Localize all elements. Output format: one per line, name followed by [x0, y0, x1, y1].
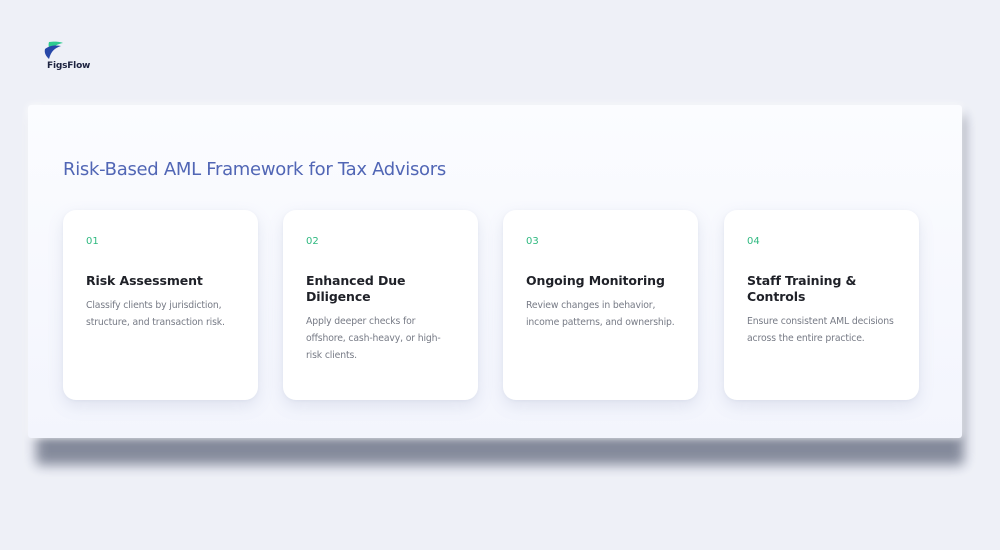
- card-number: 03: [526, 236, 539, 247]
- card-enhanced-due-diligence: 02 Enhanced Due Diligence Apply deeper c…: [283, 210, 478, 400]
- card-title: Ongoing Monitoring: [526, 273, 665, 288]
- card-risk-assessment: 01 Risk Assessment Classify clients by j…: [63, 210, 258, 400]
- panel-title: Risk-Based AML Framework for Tax Advisor…: [63, 159, 446, 180]
- card-title: Enhanced Due Diligence: [306, 273, 406, 304]
- card-title: Risk Assessment: [86, 273, 203, 288]
- card-title: Staff Training & Controls: [747, 273, 857, 304]
- framework-cards: 01 Risk Assessment Classify clients by j…: [63, 210, 921, 400]
- card-number: 04: [747, 236, 760, 247]
- card-description: Apply deeper checks for offshore, cash-h…: [306, 316, 441, 361]
- figsflow-leaf-logo-icon: [44, 41, 63, 59]
- card-description: Ensure consistent AML decisions across t…: [747, 316, 894, 344]
- brand-name: FigsFlow: [47, 61, 91, 71]
- card-number: 02: [306, 236, 319, 247]
- card-number: 01: [86, 236, 99, 247]
- brand-logo[interactable]: FigsFlow: [42, 40, 112, 74]
- card-ongoing-monitoring: 03 Ongoing Monitoring Review changes in …: [503, 210, 698, 400]
- aml-framework-panel: Risk-Based AML Framework for Tax Advisor…: [28, 105, 962, 438]
- card-description: Classify clients by jurisdiction, struct…: [86, 300, 225, 328]
- card-staff-training-controls: 04 Staff Training & Controls Ensure cons…: [724, 210, 919, 400]
- card-description: Review changes in behavior, income patte…: [526, 300, 675, 328]
